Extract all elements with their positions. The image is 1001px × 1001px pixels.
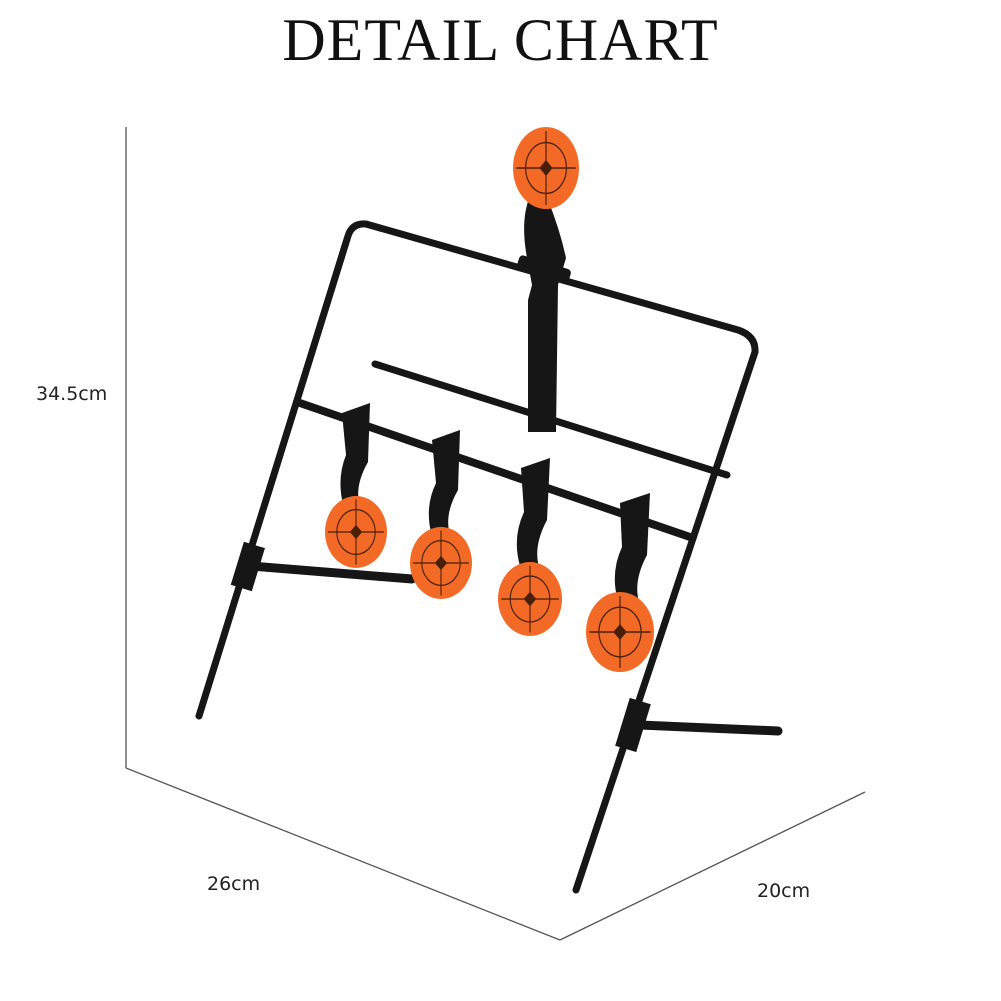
- right-foot: [635, 720, 783, 736]
- height-dimension-label: 34.5cm: [36, 383, 108, 405]
- bottom-target-stem: [340, 403, 370, 512]
- bottom-target-plate: [498, 562, 562, 636]
- dimension-guides: [125, 127, 866, 941]
- bottom-target-3: [498, 458, 562, 636]
- bar-end-cap: [686, 533, 694, 541]
- bottom-target-stem: [614, 493, 650, 605]
- top-reset-target: [513, 127, 579, 432]
- right-foot-sleeve: [615, 697, 651, 753]
- bottom-target-plate: [410, 527, 472, 599]
- left-foot: [246, 561, 417, 584]
- top-target-stem: [524, 196, 566, 432]
- bottom-target-plate: [325, 496, 387, 568]
- bottom-target-stem: [428, 430, 460, 540]
- bottom-target-plate: [586, 592, 654, 672]
- frame-rail: [195, 220, 759, 894]
- bar-end-cap: [294, 399, 300, 405]
- depth-dimension-label: 20cm: [757, 880, 811, 902]
- width-dimension-label: 26cm: [207, 873, 261, 895]
- page-title: DETAIL CHART: [282, 7, 719, 73]
- width-guide-line: [125, 767, 561, 941]
- top-target-plate: [513, 127, 579, 209]
- bottom-target-2: [410, 430, 472, 599]
- target-frame: [195, 220, 783, 894]
- depth-guide-line: [559, 791, 866, 941]
- bottom-target-1: [325, 403, 387, 568]
- bottom-target-stem: [516, 458, 550, 570]
- bottom-target-4: [586, 493, 654, 672]
- left-foot-sleeve: [230, 541, 265, 592]
- top-target-hinge: [517, 255, 571, 283]
